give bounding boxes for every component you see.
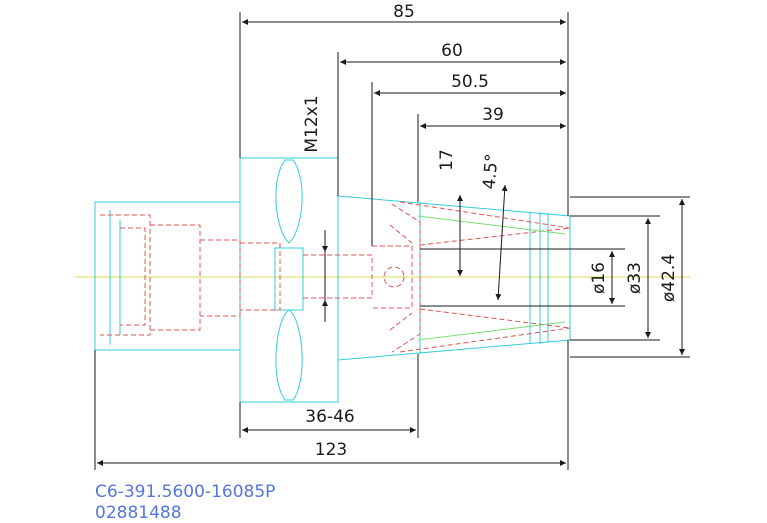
dim-60-label: 60 [441,41,463,61]
dim-d33-label: ø33 [625,262,645,294]
part-number: C6-391.5600-16085P [95,482,275,502]
dim-123-label: 123 [315,440,347,460]
extension-lines [94,12,690,470]
part-code: 02881488 [95,503,182,523]
accent-lines [417,215,566,341]
dim-85-label: 85 [393,2,415,22]
dim-line-angle [495,184,508,301]
dim-50-5-label: 50.5 [451,72,489,92]
dim-17-label: 17 [437,149,457,171]
dim-39-label: 39 [482,105,504,125]
dim-36-46-label: 36-46 [305,407,354,427]
dim-d16-label: ø16 [589,262,609,294]
holder-outline [94,157,571,403]
dim-angle-label: 4.5° [480,153,503,190]
hidden-lines [100,201,571,353]
dimension-lines [97,19,685,466]
dim-d42-4-label: ø42.4 [659,254,679,302]
dim-thread-label: M12x1 [302,95,322,152]
